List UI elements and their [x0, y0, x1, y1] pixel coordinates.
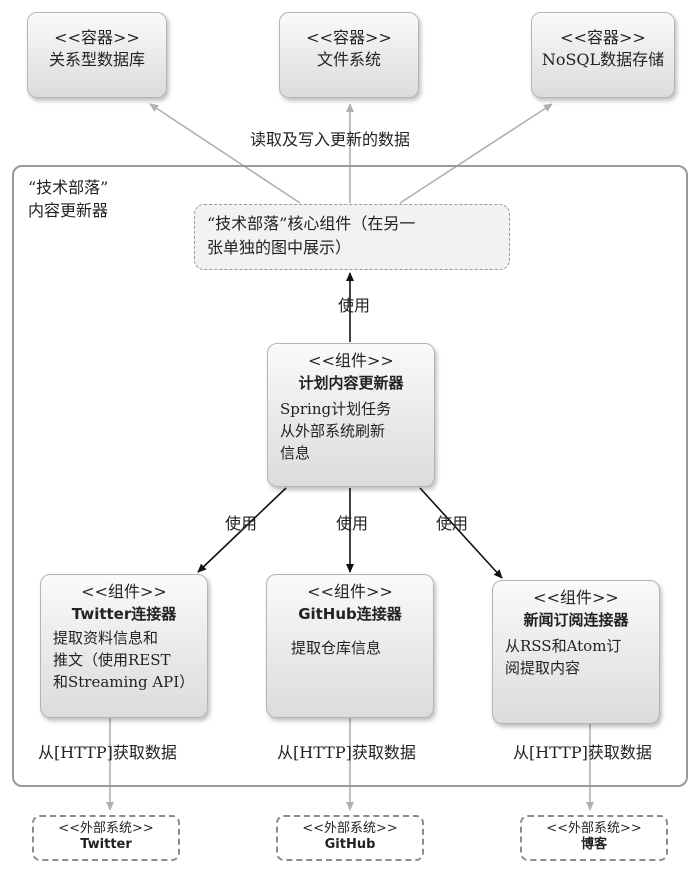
component-desc-line: Spring计划任务	[280, 400, 392, 418]
component-name: Twitter连接器	[71, 605, 177, 623]
component-desc-line: 从外部系统刷新	[280, 422, 386, 440]
arrow-to-news-connector	[419, 487, 503, 579]
core-components-group[interactable]: “技术部落”核心组件（在另一 张单独的图中展示）	[194, 204, 510, 270]
fetch-label-github: 从[HTTP]获取数据	[277, 743, 416, 762]
arrow-to-twitter-connector	[197, 487, 287, 573]
fetch-label-twitter: 从[HTTP]获取数据	[38, 743, 177, 762]
container-file-system[interactable]: <<容器>> 文件系统	[279, 12, 419, 98]
system-boundary	[12, 165, 688, 787]
stereotype-label: <<外部系统>>	[302, 821, 398, 836]
external-system-name: 博客	[580, 837, 607, 852]
component-name: 计划内容更新器	[298, 374, 404, 392]
stereotype-label: <<容器>>	[560, 28, 646, 47]
component-desc-line: 信息	[280, 444, 311, 462]
stereotype-label: <<外部系统>>	[58, 821, 154, 836]
twitter-connector[interactable]: <<组件>> Twitter连接器 提取资料信息和 推文（使用REST 和Str…	[40, 574, 208, 718]
stereotype-label: <<组件>>	[533, 588, 619, 607]
external-blog[interactable]: <<外部系统>> 博客	[520, 815, 668, 861]
system-title-line2: 内容更新器	[28, 201, 109, 220]
component-desc-line: 提取资料信息和	[53, 629, 159, 647]
uses-label-github: 使用	[336, 514, 369, 533]
component-name: GitHub连接器	[298, 605, 402, 623]
container-name: 文件系统	[316, 50, 381, 69]
component-desc-line: 和Streaming API）	[53, 673, 195, 691]
stereotype-label: <<组件>>	[81, 582, 167, 601]
component-desc-line: 从RSS和Atom订	[505, 637, 622, 655]
uses-label-twitter: 使用	[225, 514, 258, 533]
core-group-line2: 张单独的图中展示）	[207, 238, 352, 257]
github-connector[interactable]: <<组件>> GitHub连接器 提取仓库信息	[266, 574, 434, 718]
external-system-name: GitHub	[324, 837, 376, 852]
component-name: 新闻订阅连接器	[523, 611, 629, 629]
container-name: 关系型数据库	[48, 50, 145, 69]
news-feed-connector[interactable]: <<组件>> 新闻订阅连接器 从RSS和Atom订 阅提取内容	[492, 580, 660, 724]
container-nosql[interactable]: <<容器>> NoSQL数据存储	[531, 12, 675, 98]
arrow-to-nosql	[399, 103, 553, 204]
external-github[interactable]: <<外部系统>> GitHub	[276, 815, 424, 861]
container-relational-db[interactable]: <<容器>> 关系型数据库	[27, 12, 167, 98]
stereotype-label: <<容器>>	[54, 28, 140, 47]
system-title-line1: “技术部落”	[28, 178, 109, 197]
stereotype-label: <<容器>>	[306, 28, 392, 47]
external-twitter[interactable]: <<外部系统>> Twitter	[32, 815, 180, 861]
container-name: NoSQL数据存储	[541, 50, 665, 69]
component-desc-line: 提取仓库信息	[291, 639, 382, 657]
scheduled-content-updater[interactable]: <<组件>> 计划内容更新器 Spring计划任务 从外部系统刷新 信息	[267, 343, 435, 487]
stereotype-label: <<外部系统>>	[546, 821, 642, 836]
component-desc-line: 推文（使用REST	[53, 651, 171, 669]
stereotype-label: <<组件>>	[307, 582, 393, 601]
uses-label-core: 使用	[338, 296, 371, 315]
read-write-label: 读取及写入更新的数据	[250, 130, 411, 149]
uses-label-news: 使用	[436, 514, 469, 533]
component-desc-line: 阅提取内容	[505, 659, 581, 677]
fetch-label-blog: 从[HTTP]获取数据	[513, 743, 652, 762]
stereotype-label: <<组件>>	[308, 351, 394, 370]
arrow-to-relational-db	[149, 103, 301, 204]
core-group-line1: “技术部落”核心组件（在另一	[207, 214, 416, 233]
external-system-name: Twitter	[80, 837, 132, 852]
